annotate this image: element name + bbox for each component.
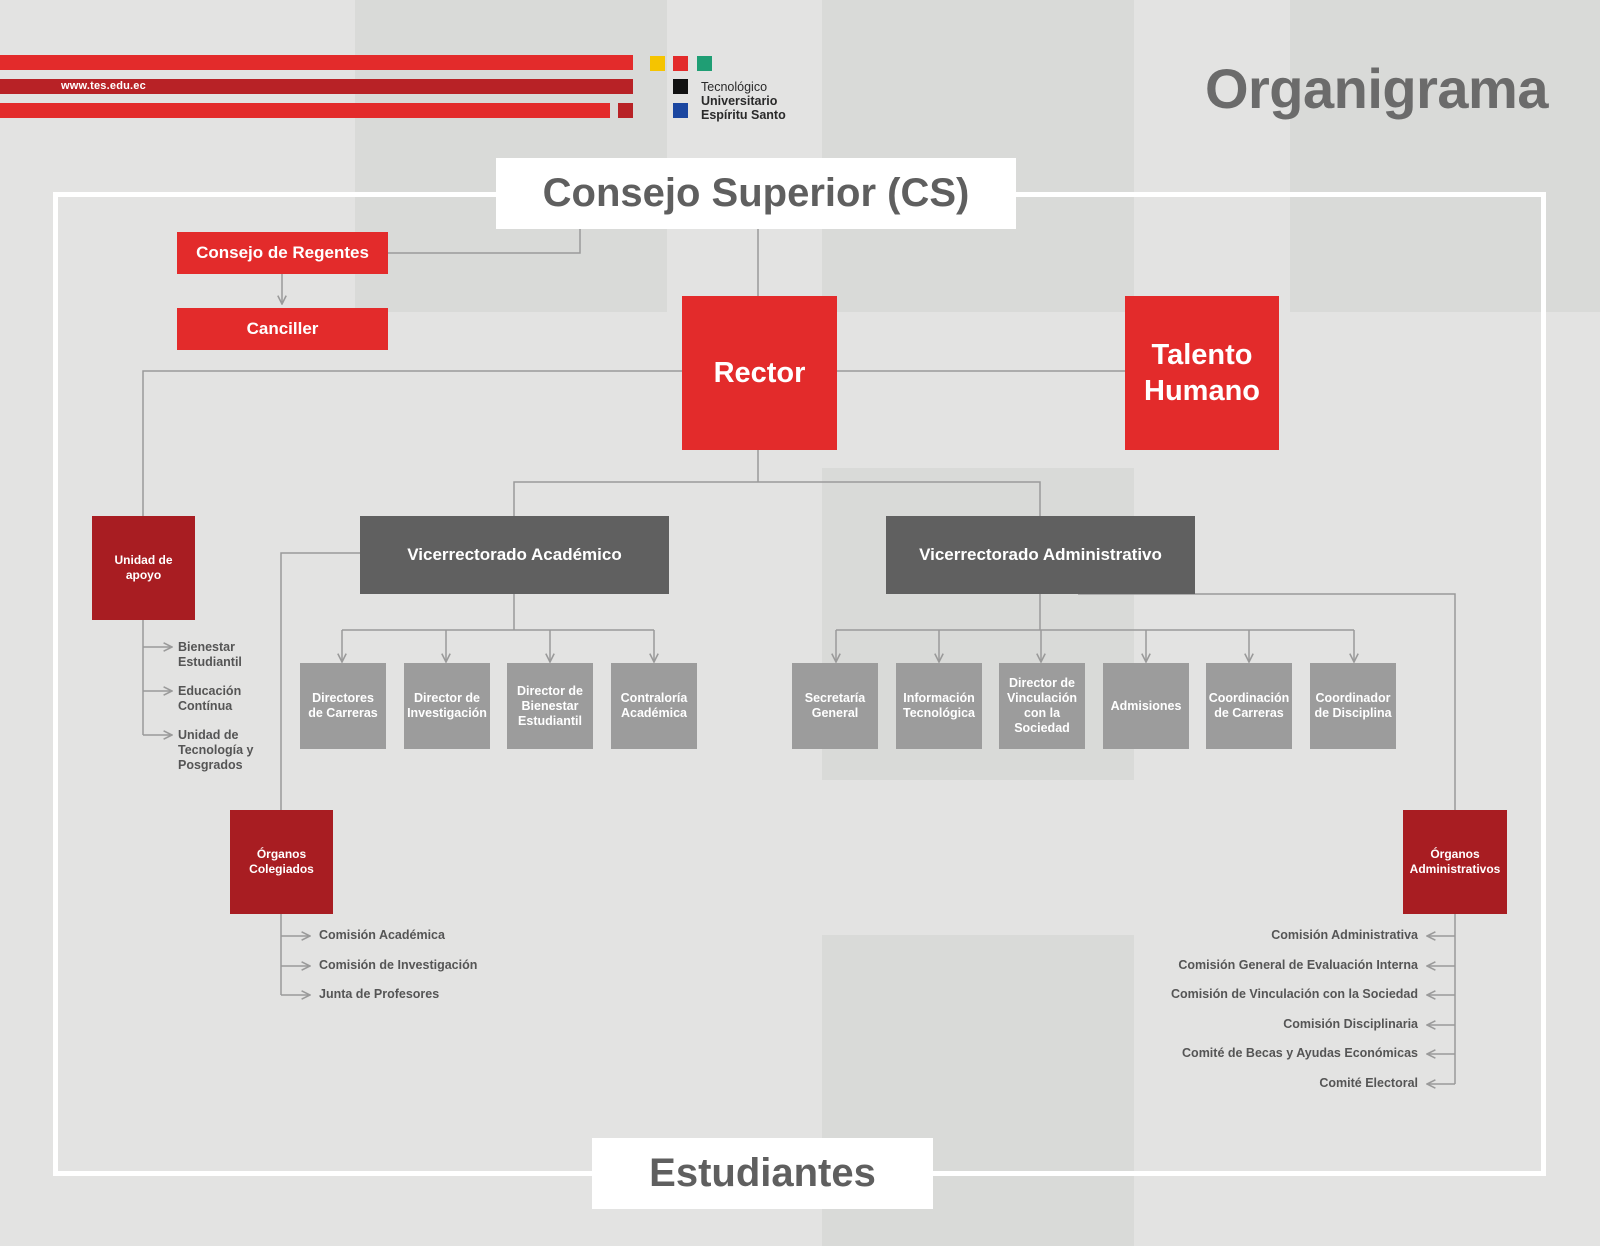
organos-colegiados-label: Órganos Colegiados bbox=[249, 847, 314, 876]
talento-humano-node[interactable]: Talento Humano bbox=[1125, 296, 1279, 450]
vicerrectorado-administrativo-label: Vicerrectorado Administrativo bbox=[919, 545, 1162, 564]
list-item: Unidad de Tecnología y Posgrados bbox=[178, 728, 254, 772]
consejo-superior-label: Consejo Superior (CS) bbox=[496, 158, 1016, 229]
logo-text: Universitario bbox=[701, 94, 778, 108]
organos-administrativos-node[interactable]: Órganos Administrativos bbox=[1403, 810, 1507, 914]
list-item: Junta de Profesores bbox=[319, 987, 440, 1001]
background-band bbox=[822, 0, 1134, 312]
node-label: Director de Bienestar Estudiantil bbox=[517, 683, 583, 728]
list-item: Educación Contínua bbox=[178, 684, 242, 713]
organos-colegiados-node[interactable]: Órganos Colegiados bbox=[230, 810, 333, 914]
director-investigacion-node[interactable]: Director de Investigación bbox=[404, 663, 490, 749]
estudiantes-text: Estudiantes bbox=[649, 1151, 876, 1195]
consejo-superior-text: Consejo Superior (CS) bbox=[542, 171, 970, 215]
logo-text: Espíritu Santo bbox=[701, 108, 786, 122]
talento-humano-label: Talento Humano bbox=[1144, 339, 1260, 407]
canciller-node[interactable]: Canciller bbox=[177, 308, 388, 350]
page-title: Organigrama bbox=[1204, 57, 1549, 120]
list-item: Comisión Académica bbox=[319, 928, 445, 942]
logo-square-red bbox=[673, 56, 688, 71]
consejo-regentes-node[interactable]: Consejo de Regentes bbox=[177, 232, 388, 274]
logo-square-yellow bbox=[650, 56, 665, 71]
list-item: Comité Electoral bbox=[1319, 1076, 1418, 1090]
directores-carreras-node[interactable]: Directores de Carreras bbox=[300, 663, 386, 749]
coordinador-disciplina-node[interactable]: Coordinador de Disciplina bbox=[1310, 663, 1396, 749]
rector-label: Rector bbox=[713, 356, 806, 389]
secretaria-general-node[interactable]: Secretaría General bbox=[792, 663, 878, 749]
background-band bbox=[1290, 0, 1600, 312]
director-vinculacion-node[interactable]: Director de Vinculación con la Sociedad bbox=[999, 663, 1085, 749]
list-item: Comisión General de Evaluación Interna bbox=[1178, 958, 1418, 972]
header-stripe bbox=[0, 103, 610, 118]
node-label: Información Tecnológica bbox=[902, 691, 975, 720]
node-label: Director de Vinculación con la Sociedad bbox=[1007, 676, 1077, 735]
list-item: Bienestar Estudiantil bbox=[178, 640, 242, 669]
header-stripe-end bbox=[618, 103, 633, 118]
background-band bbox=[355, 0, 667, 312]
logo-square-green bbox=[697, 56, 712, 71]
list-item: Comité de Becas y Ayudas Económicas bbox=[1182, 1046, 1418, 1060]
vicerrectorado-academico-node[interactable]: Vicerrectorado Académico bbox=[360, 516, 669, 594]
rector-node[interactable]: Rector bbox=[682, 296, 837, 450]
node-label: Director de Investigación bbox=[407, 691, 487, 720]
list-item: Comisión Administrativa bbox=[1271, 928, 1418, 942]
website-url[interactable]: www.tes.edu.ec bbox=[61, 80, 146, 92]
list-item: Comisión de Vinculación con la Sociedad bbox=[1170, 987, 1418, 1001]
coordinacion-carreras-node[interactable]: Coordinación de Carreras bbox=[1206, 663, 1292, 749]
unidad-apoyo-label: Unidad de apoyo bbox=[114, 553, 173, 582]
organos-administrativos-label: Órganos Administrativos bbox=[1409, 847, 1501, 876]
list-item: Comisión Disciplinaria bbox=[1283, 1017, 1418, 1031]
node-label: Coordinación de Carreras bbox=[1208, 691, 1290, 720]
contraloria-academica-node[interactable]: Contraloría Académica bbox=[611, 663, 697, 749]
logo-square-blue bbox=[673, 103, 688, 118]
list-item: Comisión de Investigación bbox=[319, 958, 478, 972]
node-label: Admisiones bbox=[1110, 698, 1182, 713]
node-label: Coordinador de Disciplina bbox=[1314, 691, 1392, 720]
node-label: Directores de Carreras bbox=[308, 691, 378, 720]
admisiones-node[interactable]: Admisiones bbox=[1103, 663, 1189, 749]
vicerrectorado-academico-label: Vicerrectorado Académico bbox=[407, 545, 622, 564]
logo-square-black bbox=[673, 79, 688, 94]
header-stripe bbox=[0, 55, 633, 70]
node-label: Secretaría General bbox=[804, 691, 866, 720]
canciller-label: Canciller bbox=[246, 319, 319, 338]
unidad-apoyo-node[interactable]: Unidad de apoyo bbox=[92, 516, 195, 620]
vicerrectorado-administrativo-node[interactable]: Vicerrectorado Administrativo bbox=[886, 516, 1195, 594]
consejo-regentes-label: Consejo de Regentes bbox=[196, 243, 369, 262]
estudiantes-label: Estudiantes bbox=[592, 1138, 933, 1209]
director-bienestar-node[interactable]: Director de Bienestar Estudiantil bbox=[507, 663, 593, 749]
header-stripe bbox=[0, 79, 633, 94]
informacion-tecnologica-node[interactable]: Información Tecnológica bbox=[896, 663, 982, 749]
node-label: Contraloría Académica bbox=[620, 691, 688, 720]
logo-text: Tecnológico bbox=[701, 80, 768, 94]
